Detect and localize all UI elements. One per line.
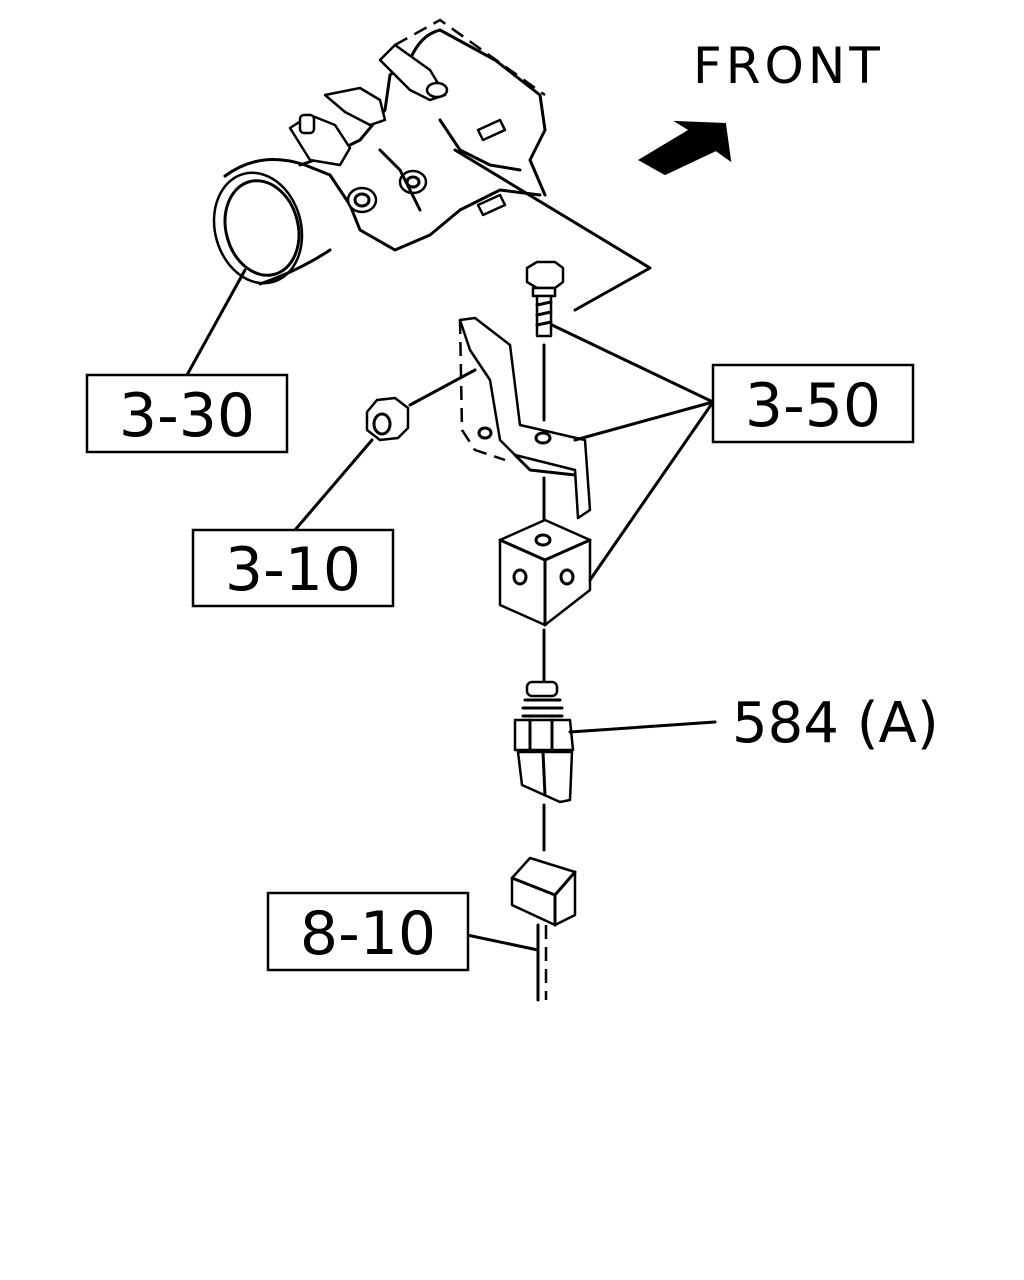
pressure-sensor xyxy=(513,680,575,804)
leader-584 xyxy=(568,720,717,734)
callout-8-10: 8-10 xyxy=(266,891,470,972)
callout-3-10: 3-10 xyxy=(191,528,395,608)
callout-584-text: 584 (A) xyxy=(732,691,939,756)
callout-3-30-text: 3-30 xyxy=(119,381,255,451)
front-label: FRONT xyxy=(693,37,884,95)
leader-3-50 xyxy=(550,323,715,582)
throttle-body xyxy=(212,18,547,286)
block xyxy=(498,518,592,627)
leader-3-30 xyxy=(185,268,247,377)
callout-3-30: 3-30 xyxy=(85,373,289,454)
leader-8-10 xyxy=(465,933,540,952)
leader-3-10 xyxy=(293,438,374,532)
nut xyxy=(365,396,410,442)
connector xyxy=(510,856,577,927)
bracket xyxy=(458,316,592,520)
front-arrow-icon xyxy=(638,120,732,176)
callout-3-50: 3-50 xyxy=(711,363,915,444)
callout-3-50-text: 3-50 xyxy=(745,371,881,441)
bolt xyxy=(525,260,565,338)
callout-3-10-text: 3-10 xyxy=(225,535,361,605)
callout-8-10-text: 8-10 xyxy=(300,899,436,969)
mount-line-dash xyxy=(454,148,651,270)
nut-line xyxy=(408,368,477,407)
